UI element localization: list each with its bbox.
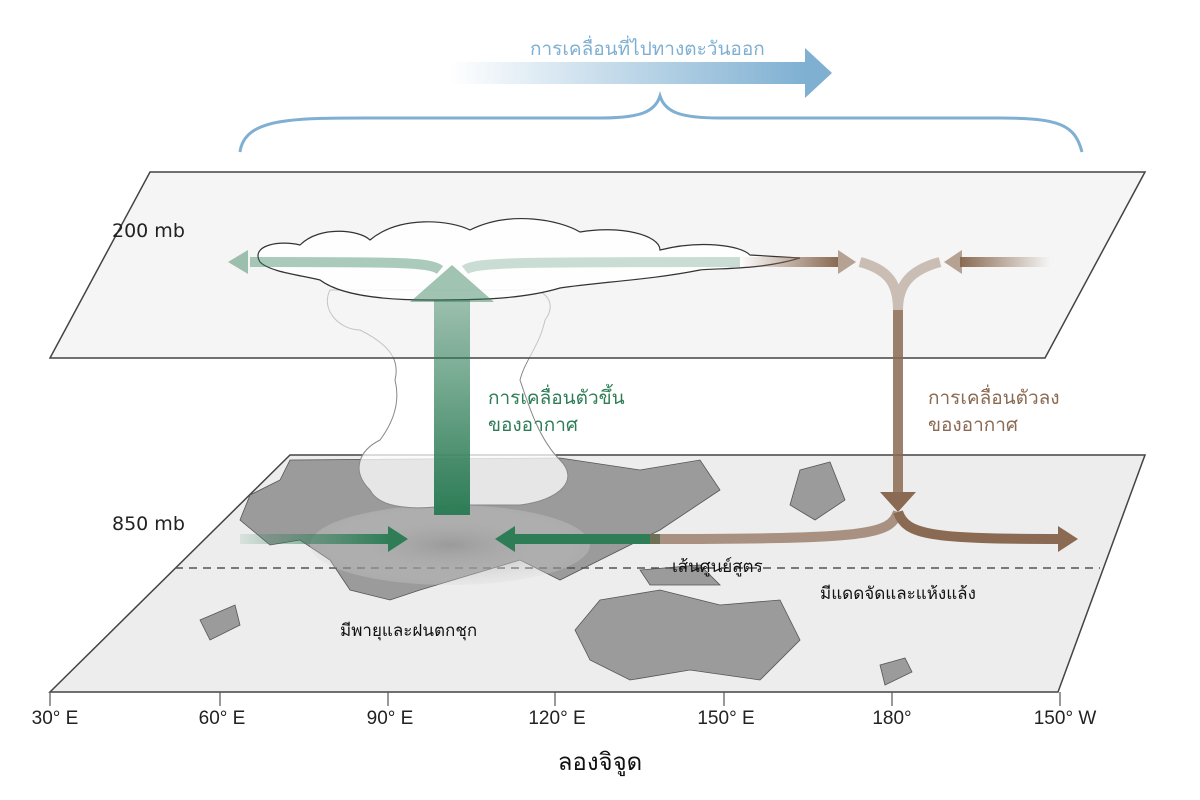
sinking-air-label: การเคลื่อนตัวลง ของอากาศ [928, 385, 1060, 439]
sinking-line1: การเคลื่อนตัวลง [928, 387, 1060, 409]
tick-30e: 30° E [31, 708, 79, 729]
rising-air-label: การเคลื่อนตัวขึ้น ของอากาศ [488, 385, 625, 439]
eastward-arrow [450, 48, 832, 98]
rising-air-arrow [228, 250, 741, 515]
sinking-line2: ของอากาศ [928, 414, 1018, 436]
rising-line2: ของอากาศ [488, 414, 578, 436]
anvil-cloud [257, 218, 801, 301]
tick-180: 180° [872, 708, 912, 729]
brace [238, 90, 1084, 153]
wet-label: มีพายุและฝนตกชุก [340, 621, 478, 641]
tick-120e: 120° E [528, 708, 586, 729]
sinking-air-arrow [649, 250, 1078, 552]
rising-line1: การเคลื่อนตัวขึ้น [488, 387, 625, 409]
tick-150w: 150° W [1033, 708, 1097, 729]
level-200mb-label: 200 mb [112, 220, 185, 242]
longitude-axis [49, 691, 1061, 706]
dry-label: มีแดดจัดและแห้งแล้ง [820, 584, 976, 604]
axis-title: ลองจิจูด [557, 748, 643, 776]
equator-label: เส้นศูนย์สูตร [672, 557, 763, 577]
tick-150e: 150° E [697, 708, 755, 729]
low-level-convergence-arrows [240, 526, 660, 552]
eastward-movement-label: การเคลื่อนที่ไปทางตะวันออก [530, 38, 765, 60]
rain-cloud-base [310, 505, 590, 585]
tick-90e: 90° E [366, 708, 414, 729]
tick-60e: 60° E [198, 708, 246, 729]
level-850mb-label: 850 mb [112, 513, 185, 535]
